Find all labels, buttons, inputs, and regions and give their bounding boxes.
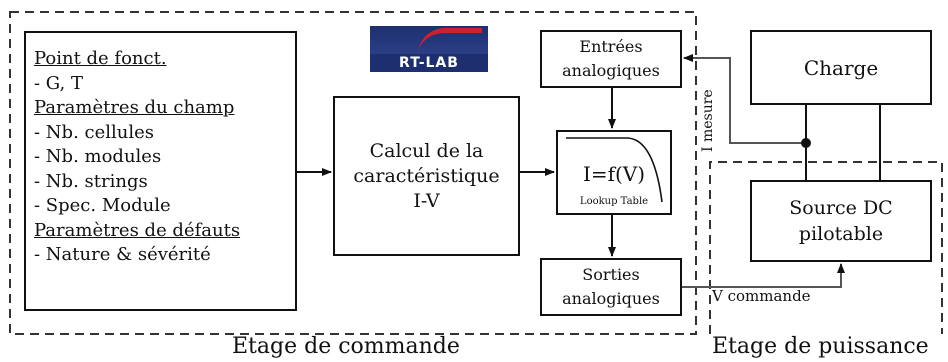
zone-commande-border (9, 11, 697, 335)
rt-lab-logo: RT-LAB (370, 26, 488, 72)
zone-puissance-border (709, 161, 943, 334)
lookup-table-box: I=f(V) Lookup Table (556, 130, 672, 215)
v-commande-label: V commande (712, 287, 811, 305)
source-line-2: pilotable (798, 223, 884, 245)
params-item: - Nature & sévérité (34, 244, 211, 265)
params-section-header: Paramètres du champ (34, 97, 235, 118)
dc-source-box: Source DC pilotable (750, 180, 932, 262)
arrow-v-commande (682, 263, 845, 288)
params-item: - G, T (34, 72, 83, 94)
calc-line-1: Calcul de la (369, 139, 484, 162)
lookup-caption: Lookup Table (579, 196, 649, 207)
params-item: - Nb. strings (34, 170, 148, 192)
zone-puissance-label: Etage de puissance (712, 334, 929, 359)
rt-lab-logo-mark (370, 26, 488, 54)
iv-curve-icon (566, 137, 663, 203)
analog-outputs-box: Sorties analogiques (540, 258, 682, 316)
outputs-line-1: Sorties (582, 265, 640, 284)
charge-box: Charge (750, 30, 932, 105)
rt-lab-logo-word: RT-LAB (370, 54, 488, 72)
analog-inputs-box: Entrées analogiques (540, 30, 682, 88)
params-item: - Nb. modules (34, 146, 162, 167)
parameters-box: Point de fonct. - G, T Paramètres du champ… (24, 31, 297, 311)
measure-node (801, 138, 811, 148)
arrow-i-mesure (683, 54, 806, 144)
params-section-header: Point de fonct. (34, 48, 167, 69)
inputs-line-1: Entrées (579, 37, 643, 56)
calc-line-3: I-V (413, 189, 440, 212)
params-item: - Nb. cellules (34, 121, 155, 143)
iv-calculation-box: Calcul de la caractéristique I-V (333, 96, 520, 256)
zone-commande-label: Etage de commande (232, 334, 460, 359)
i-mesure-label: I mesure (700, 89, 716, 152)
charge-label: Charge (803, 55, 879, 80)
calc-line-2: caractéristique (353, 164, 500, 187)
lookup-equation: I=f(V) (582, 162, 646, 186)
outputs-line-2: analogiques (562, 289, 660, 308)
params-section-header: Paramètres de défauts (34, 219, 241, 241)
inputs-line-2: analogiques (562, 61, 660, 80)
source-line-1: Source DC (789, 197, 893, 219)
params-item: - Spec. Module (34, 195, 171, 216)
